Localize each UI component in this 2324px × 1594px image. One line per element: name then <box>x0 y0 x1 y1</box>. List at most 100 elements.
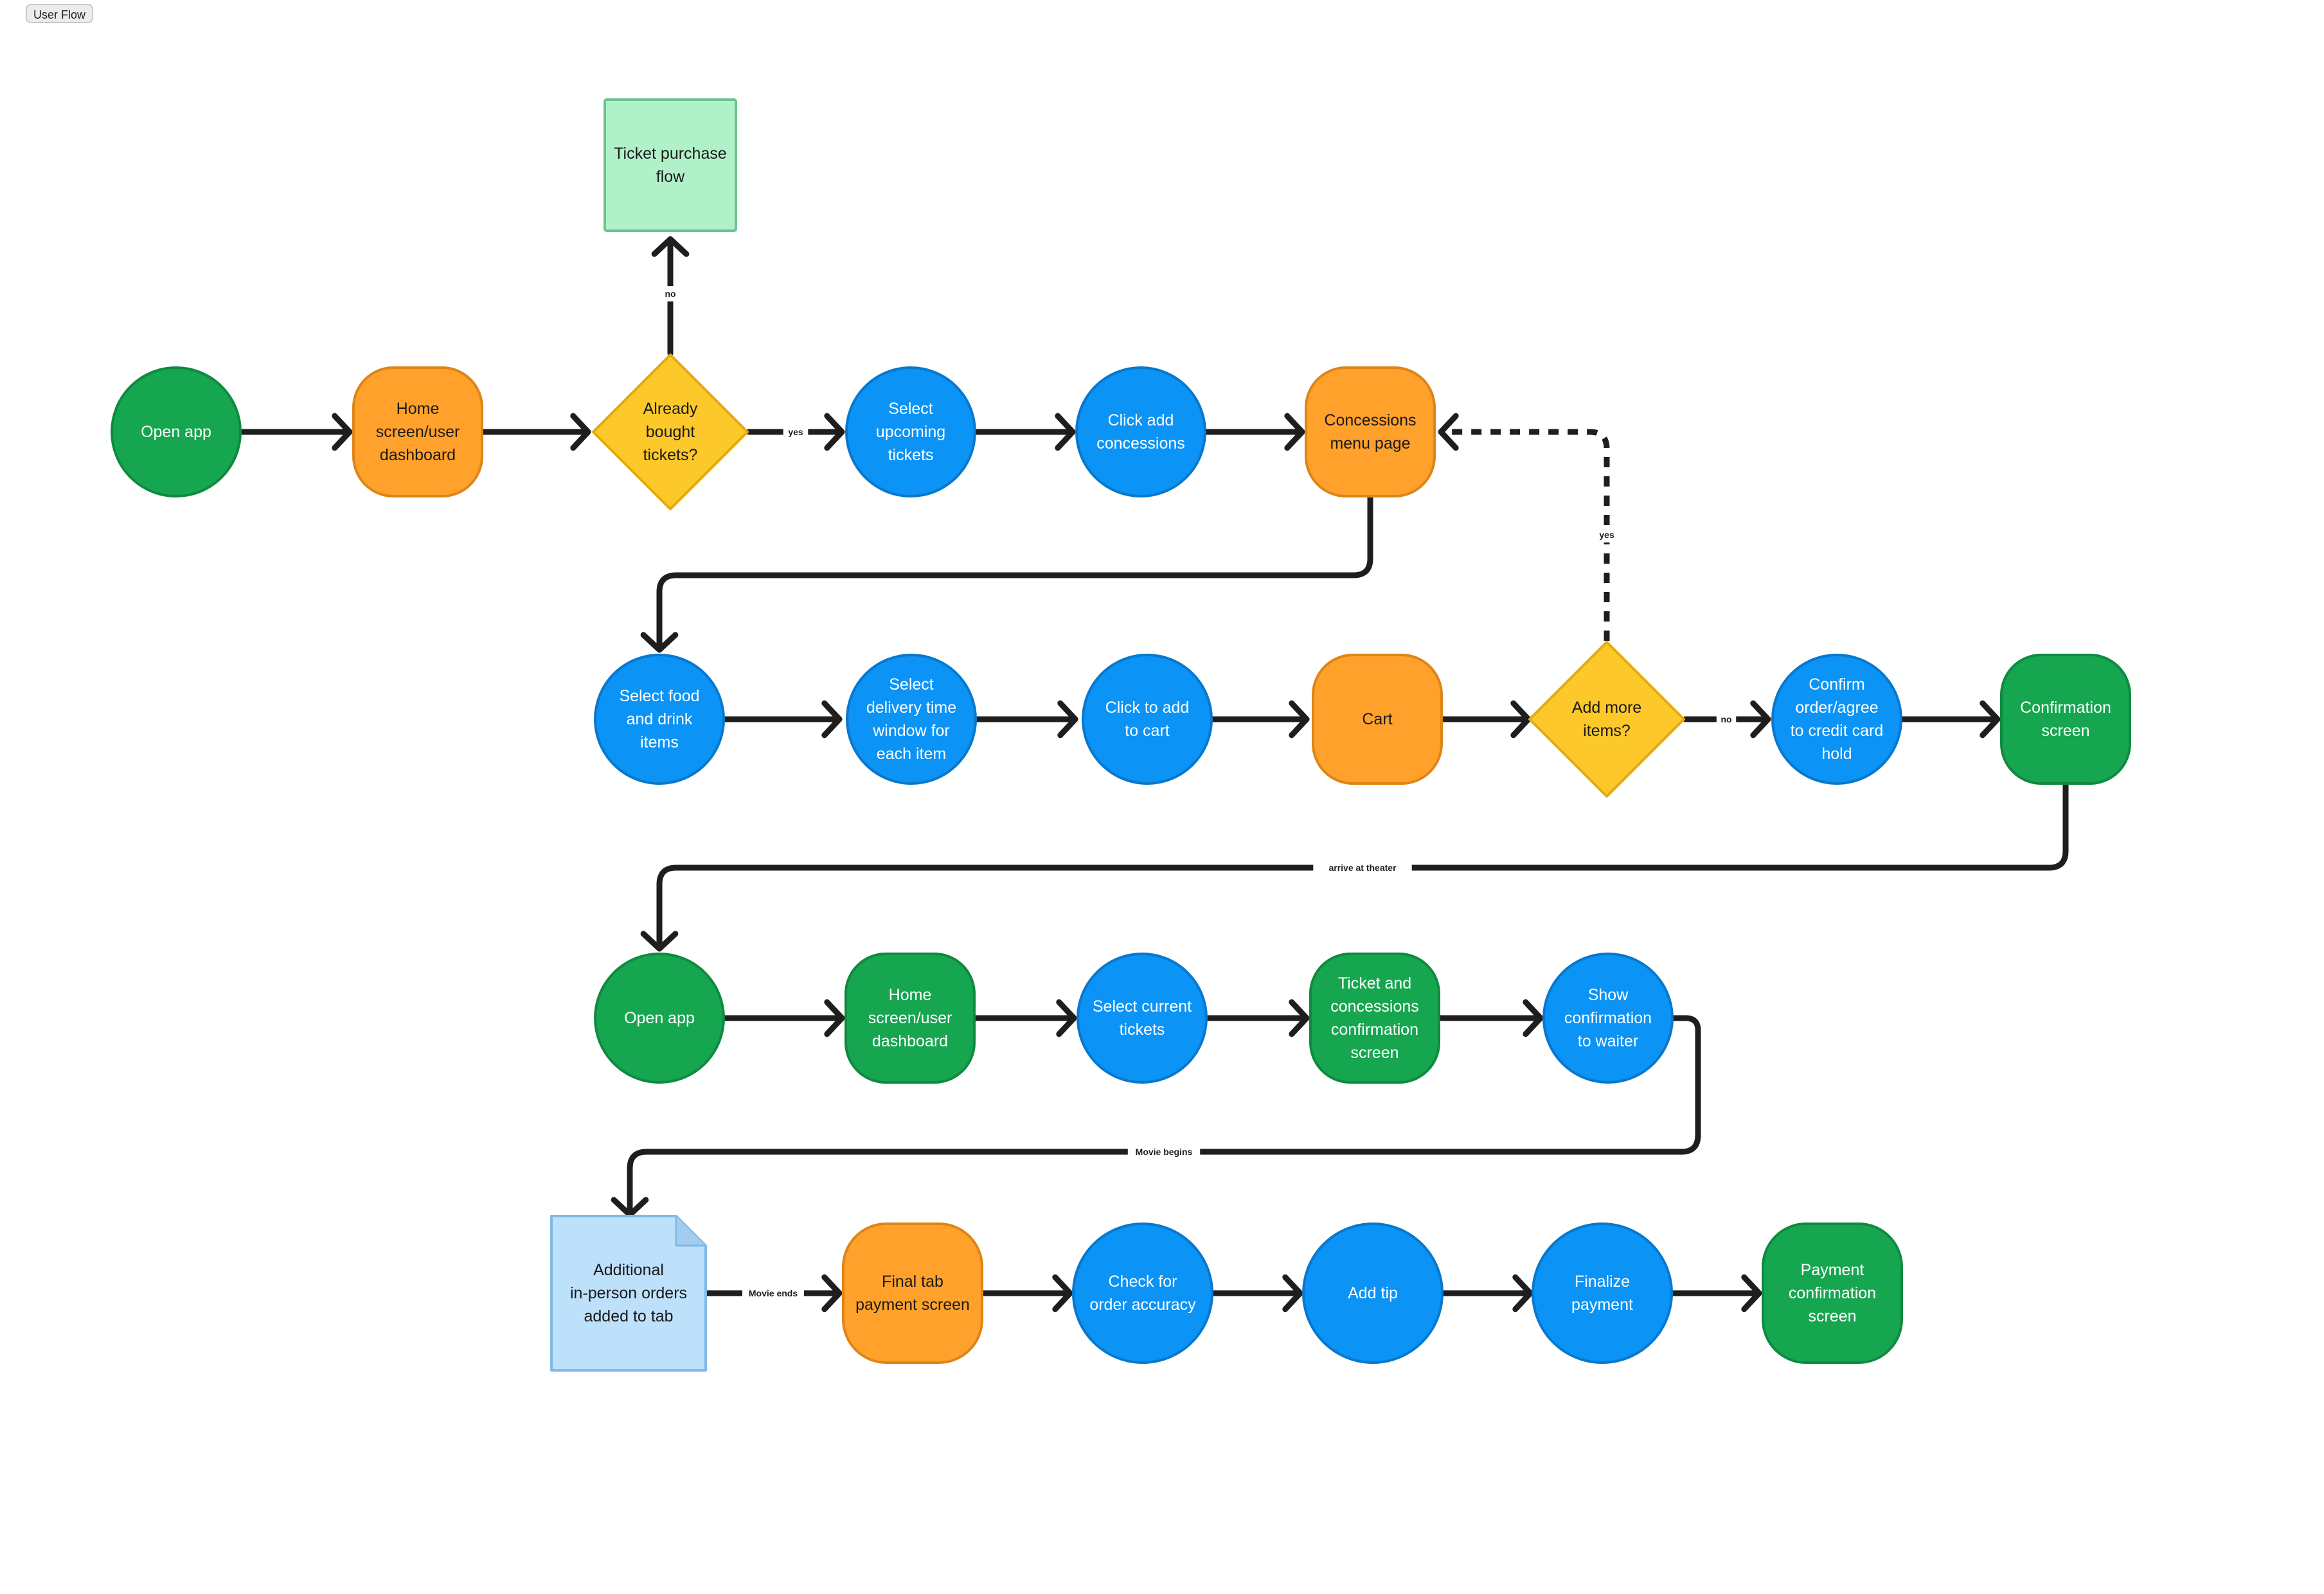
edge-finalize-payment-to-payment-confirmation[interactable] <box>1668 1274 1762 1312</box>
arrowhead-icon <box>570 413 591 451</box>
arrowhead-icon <box>1523 999 1544 1037</box>
arrowhead-icon <box>1741 1274 1762 1312</box>
folded-corner-icon <box>675 1216 706 1247</box>
circle-shape <box>1072 1222 1213 1364</box>
edge-concessions-menu-to-select-food[interactable] <box>640 494 1373 653</box>
edge-add-more-to-concessions-menu[interactable]: yes <box>1438 413 1620 641</box>
edge-confirmation-screen-to-open-app-2[interactable]: arrive at theater <box>640 782 2069 952</box>
edge-already-bought-to-ticket-purchase-flow[interactable]: no <box>651 236 690 357</box>
circle-shape <box>1542 953 1674 1084</box>
edge-add-tip-to-finalize-payment[interactable] <box>1439 1274 1533 1312</box>
edge-home-dashboard-2-to-select-current[interactable] <box>972 999 1077 1037</box>
circle-shape <box>594 953 725 1084</box>
node-add-tip[interactable]: Add tip <box>1302 1222 1444 1364</box>
edge-label: yes <box>788 427 803 437</box>
node-open-app-1[interactable]: Open app <box>111 366 242 497</box>
rounded-square-shape <box>1305 366 1436 497</box>
node-label: Add tip <box>1348 1284 1398 1302</box>
node-open-app-2[interactable]: Open app <box>594 953 725 1084</box>
edge-select-current-to-ticket-concessions-confirm[interactable] <box>1204 999 1310 1037</box>
edge-line <box>1441 429 1610 641</box>
edge-cart-to-add-more[interactable] <box>1440 700 1532 739</box>
edge-click-add-cart-to-cart[interactable] <box>1210 700 1310 739</box>
circle-shape <box>845 366 976 497</box>
circle-shape <box>1302 1222 1444 1364</box>
rounded-square-shape <box>2000 654 2131 785</box>
node-cart[interactable]: Cart <box>1312 654 1443 785</box>
edge-line <box>627 1015 1701 1218</box>
rounded-square-shape <box>842 1222 983 1364</box>
circle-shape <box>594 654 725 785</box>
edge-label-background <box>1594 527 1620 542</box>
node-label: Cart <box>1362 710 1392 728</box>
document-shape <box>550 1215 707 1372</box>
edge-label: no <box>1721 714 1731 724</box>
edge-open-app-2-to-home-dashboard-2[interactable] <box>722 999 845 1037</box>
node-label: Open app <box>141 423 211 441</box>
edge-select-delivery-to-click-add-cart[interactable] <box>974 700 1078 739</box>
edge-final-tab-to-check-accuracy[interactable] <box>979 1274 1073 1312</box>
edge-click-add-concessions-to-concessions-menu[interactable] <box>1203 413 1305 451</box>
edge-check-accuracy-to-add-tip[interactable] <box>1209 1274 1303 1312</box>
arrowhead-icon <box>1289 700 1310 739</box>
circle-shape <box>1075 366 1206 497</box>
diamond-shape <box>592 354 749 510</box>
arrowhead-icon <box>824 999 845 1037</box>
arrowhead-icon <box>821 700 843 739</box>
edge-confirm-order-to-confirmation-screen[interactable] <box>1899 700 2001 739</box>
edge-ticket-concessions-confirm-to-show-confirmation[interactable] <box>1437 999 1544 1037</box>
circle-shape <box>1082 654 1213 785</box>
frame-label[interactable]: User Flow <box>26 4 94 23</box>
edge-open-app-1-to-home-dashboard-1[interactable] <box>238 413 353 451</box>
arrowhead-icon <box>1282 1274 1303 1312</box>
edge-home-dashboard-1-to-already-bought[interactable] <box>480 413 591 451</box>
edge-select-upcoming-to-click-add-concessions[interactable] <box>973 413 1076 451</box>
edge-already-bought-to-select-upcoming[interactable]: yes <box>746 413 845 451</box>
edge-label-background <box>1313 860 1412 875</box>
rounded-square-shape <box>1312 654 1443 785</box>
edge-select-food-to-select-delivery[interactable] <box>722 700 843 739</box>
arrowhead-icon <box>1512 1274 1533 1312</box>
edge-add-more-to-confirm-order[interactable]: no <box>1682 700 1771 739</box>
arrowhead-icon <box>1057 700 1078 739</box>
circle-shape <box>1771 654 1902 785</box>
edge-additional-orders-to-final-tab[interactable]: Movie ends <box>703 1274 843 1312</box>
diamond-shape <box>1528 641 1685 798</box>
